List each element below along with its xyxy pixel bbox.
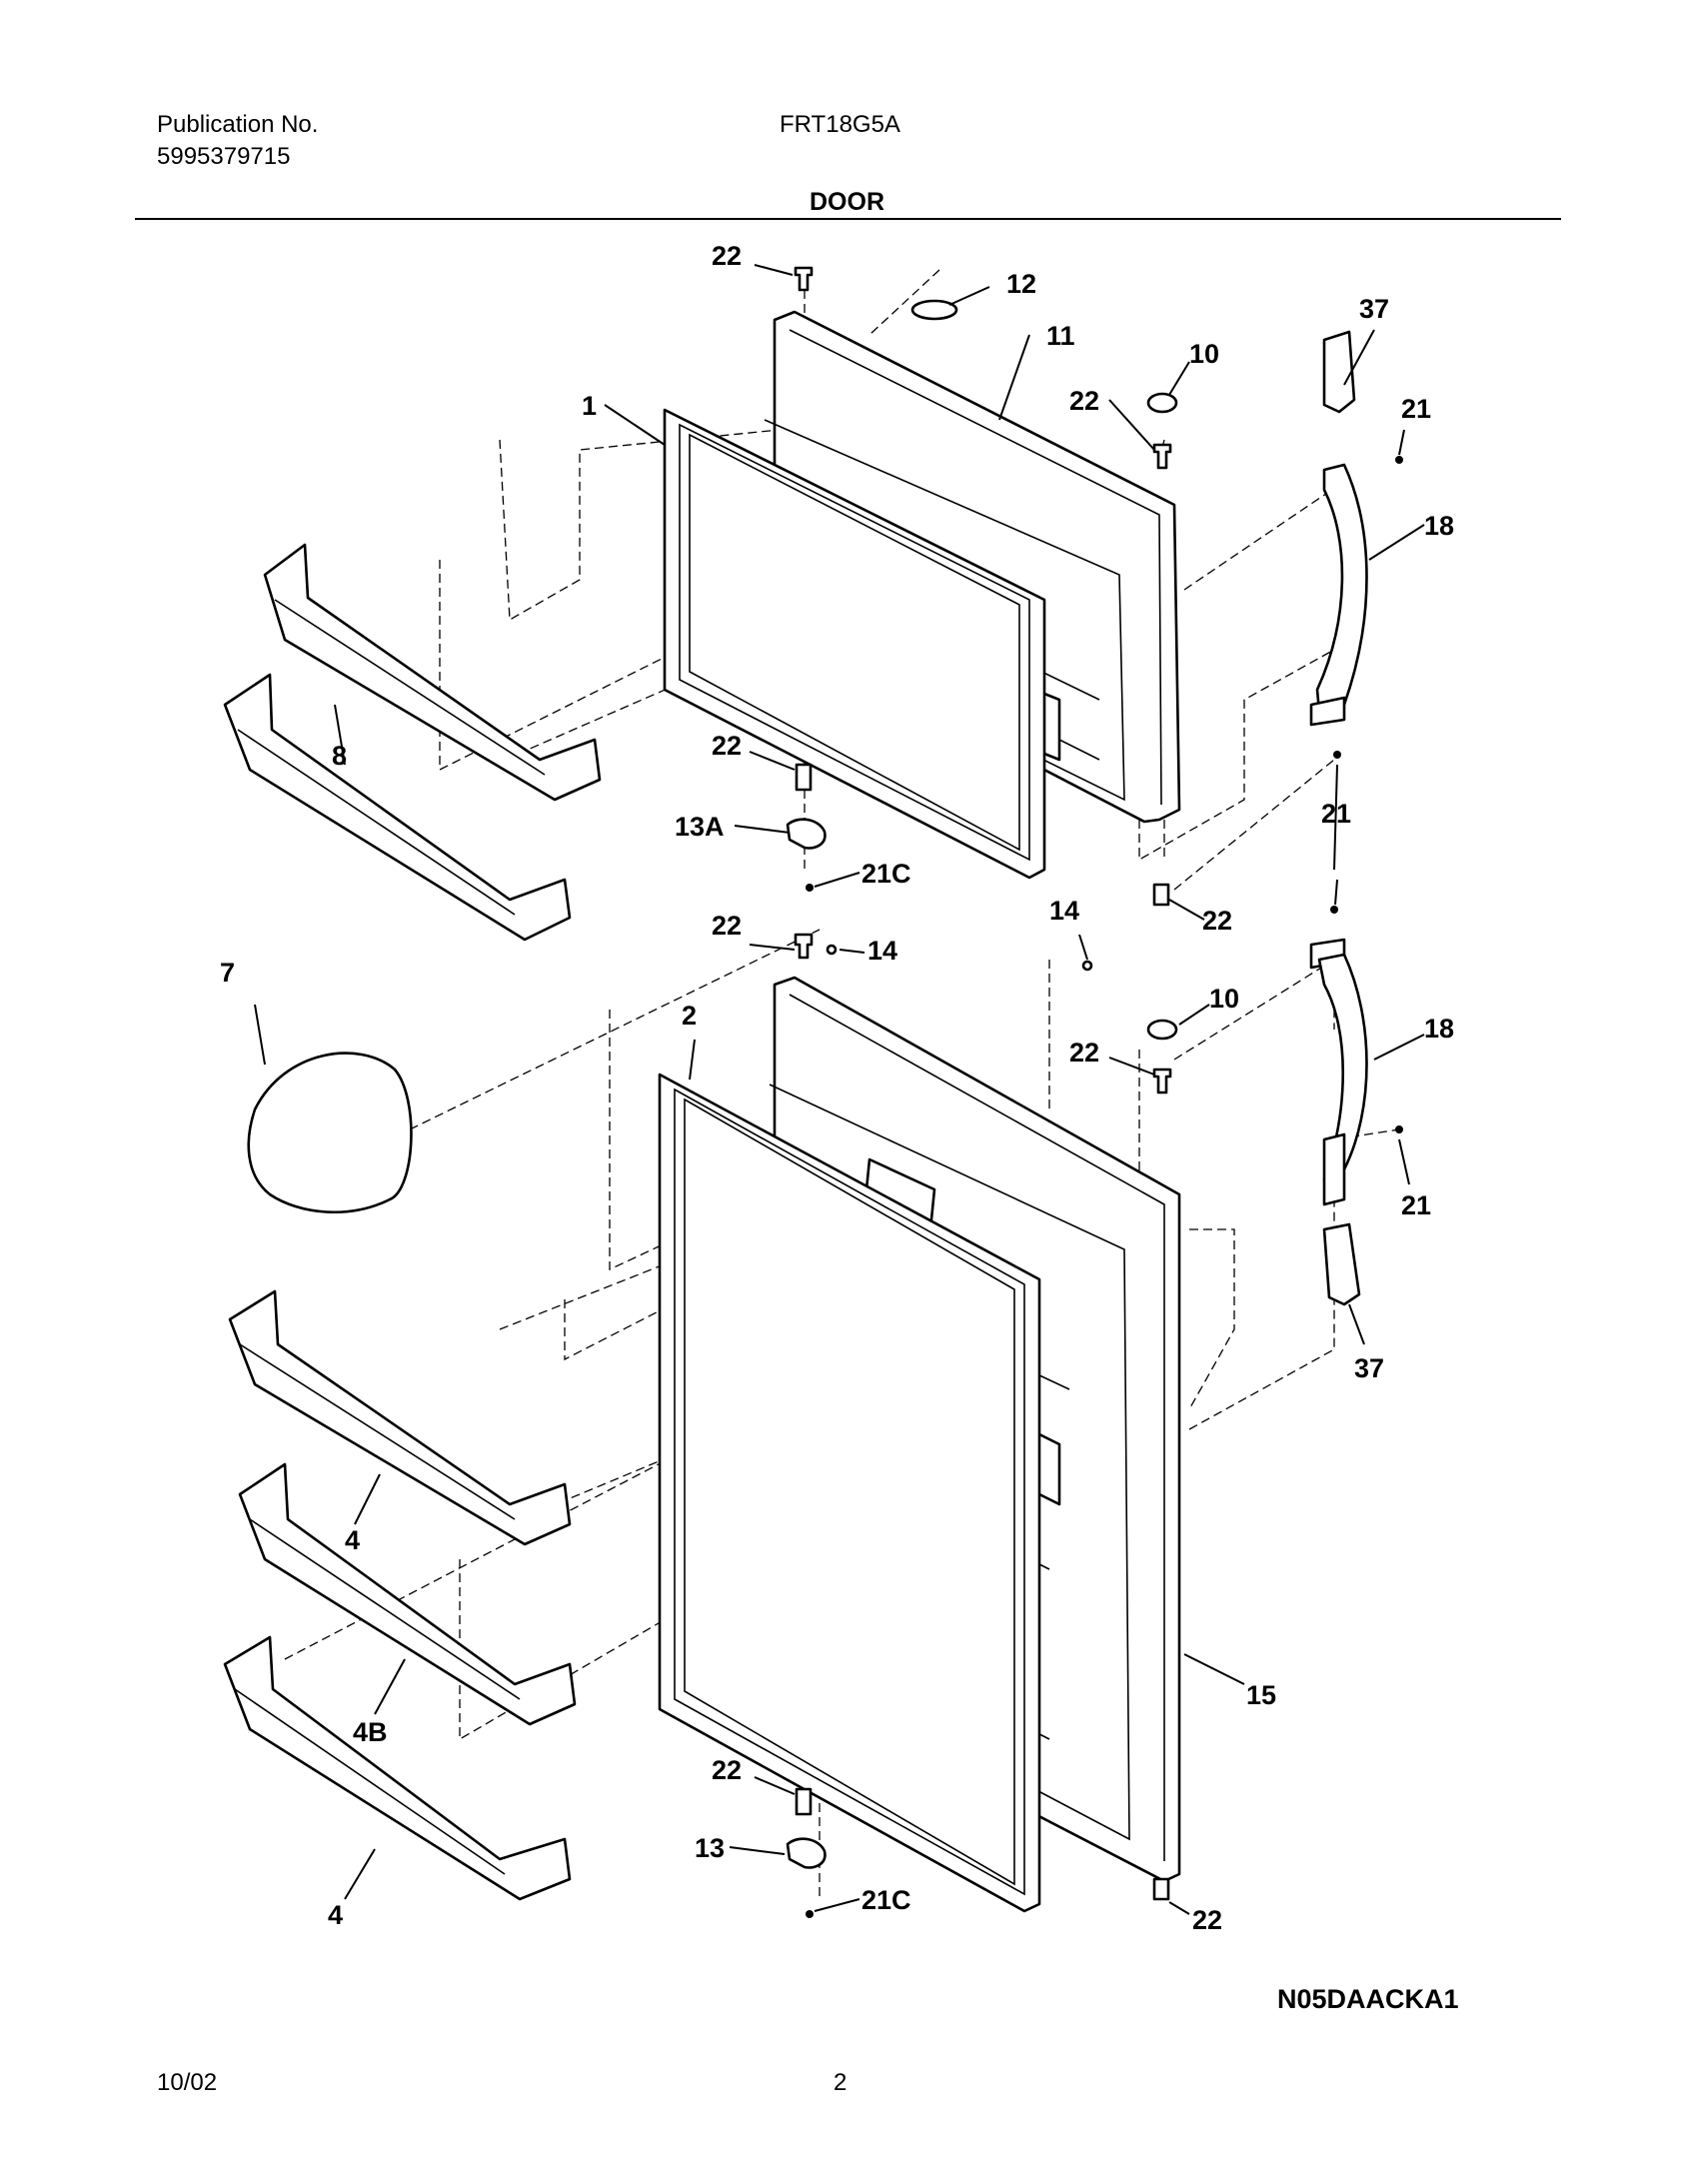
callout-4: 4 bbox=[345, 1525, 360, 1555]
callout-4B: 4B bbox=[353, 1717, 388, 1747]
callout-11: 11 bbox=[1046, 321, 1075, 351]
page-number: 2 bbox=[834, 2069, 848, 2096]
callout-37: 37 bbox=[1359, 294, 1389, 324]
publication-label: Publication No. bbox=[157, 111, 319, 138]
callout-14: 14 bbox=[867, 936, 897, 966]
callout-18: 18 bbox=[1424, 1014, 1454, 1044]
callout-21: 21 bbox=[1321, 799, 1351, 829]
callout-37: 37 bbox=[1354, 1353, 1384, 1383]
callout-12: 12 bbox=[1006, 269, 1036, 299]
callout-22: 22 bbox=[712, 911, 742, 941]
callout-labels: 22 12 11 10 22 37 21 1 18 8 22 13A 21C 2… bbox=[220, 241, 1454, 1935]
lower-door-shelves bbox=[223, 1289, 577, 1901]
footer-date: 10/02 bbox=[157, 2069, 218, 2096]
callout-22: 22 bbox=[712, 1755, 742, 1785]
callout-10: 10 bbox=[1209, 984, 1239, 1014]
callout-10: 10 bbox=[1189, 339, 1219, 369]
callout-13: 13 bbox=[695, 1833, 725, 1863]
butter-compartment bbox=[247, 1052, 413, 1214]
callout-22: 22 bbox=[1069, 386, 1099, 416]
callout-21: 21 bbox=[1401, 1190, 1431, 1220]
callout-22: 22 bbox=[712, 241, 742, 271]
diagram-code: N05DAACKA1 bbox=[1277, 1984, 1459, 2014]
hardware-screws-hinges bbox=[786, 266, 1403, 1918]
section-title: DOOR bbox=[810, 188, 884, 216]
callout-8: 8 bbox=[332, 741, 347, 771]
callout-22: 22 bbox=[1069, 1038, 1099, 1068]
callout-21C: 21C bbox=[861, 859, 911, 889]
callout-22: 22 bbox=[1202, 906, 1232, 936]
leader-lines bbox=[254, 264, 1425, 1915]
callout-7: 7 bbox=[220, 958, 235, 988]
upper-door-shelves bbox=[223, 543, 602, 942]
callout-21C: 21C bbox=[861, 1885, 911, 1915]
callout-14: 14 bbox=[1049, 896, 1079, 926]
fresh-food-door-gasket bbox=[658, 1073, 1041, 1913]
model-number: FRT18G5A bbox=[780, 111, 900, 138]
callout-21: 21 bbox=[1401, 394, 1431, 424]
callout-1: 1 bbox=[582, 391, 597, 421]
callout-4: 4 bbox=[328, 1900, 343, 1930]
header-rule bbox=[135, 218, 1561, 220]
callout-2: 2 bbox=[682, 1001, 697, 1031]
callout-15: 15 bbox=[1246, 1680, 1276, 1710]
lower-handle-assembly bbox=[1309, 938, 1368, 1306]
publication-number: 5995379715 bbox=[157, 143, 291, 170]
upper-handle-assembly bbox=[1309, 330, 1368, 727]
callout-18: 18 bbox=[1424, 511, 1454, 541]
callout-22: 22 bbox=[1192, 1905, 1222, 1935]
freezer-door-gasket bbox=[663, 408, 1046, 880]
callout-13A: 13A bbox=[675, 812, 725, 842]
callout-22: 22 bbox=[712, 731, 742, 761]
